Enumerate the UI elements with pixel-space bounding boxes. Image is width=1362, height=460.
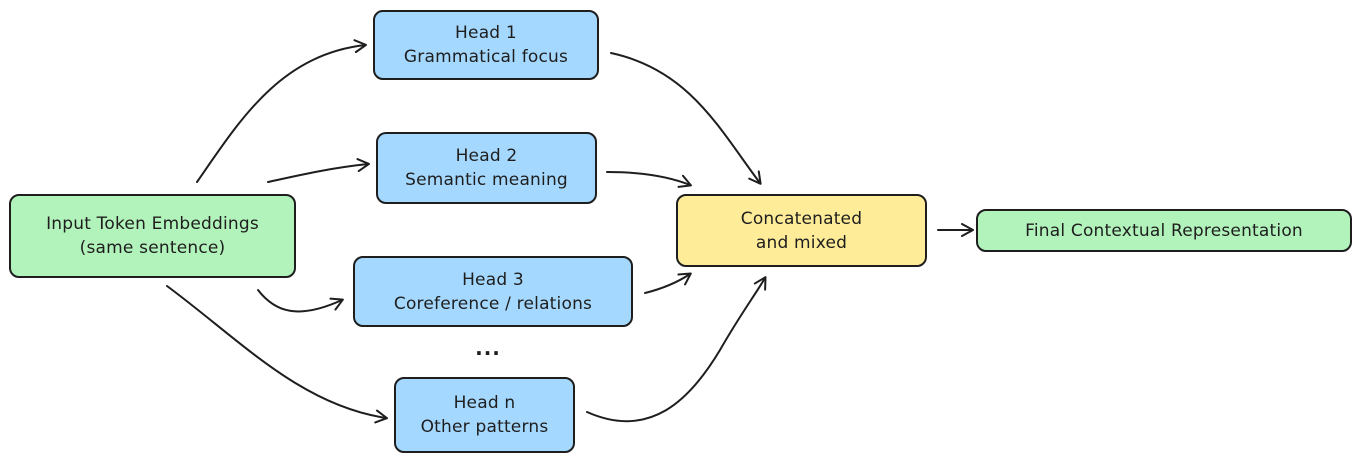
concat-node-title: Concatenated: [740, 208, 863, 229]
final-node-title: Final Contextual Representation: [1025, 220, 1303, 241]
edge-headn-to-concat: [586, 276, 767, 423]
head-1-node: Head 1 Grammatical focus: [373, 10, 599, 80]
head-2-node: Head 2 Semantic meaning: [376, 132, 597, 204]
edge-head1-to-concat: [610, 52, 762, 185]
head-3-title: Head 3: [462, 269, 524, 290]
head-n-node: Head n Other patterns: [394, 377, 575, 453]
head-n-subtitle: Other patterns: [420, 417, 549, 437]
edge-input-to-head2: [267, 158, 370, 183]
edge-head2-to-concat: [606, 171, 692, 188]
input-node-title: Input Token Embeddings: [46, 214, 259, 234]
head-1-title: Head 1: [455, 23, 517, 43]
head-1-subtitle: Grammatical focus: [403, 47, 569, 67]
final-representation-node: Final Contextual Representation: [976, 209, 1352, 252]
head-2-subtitle: Semantic meaning: [405, 170, 568, 190]
edge-input-to-headn: [166, 285, 388, 424]
edge-head3-to-concat: [644, 272, 692, 294]
input-token-embeddings-node: Input Token Embeddings (same sentence): [9, 194, 296, 278]
head-n-title: Head n: [453, 393, 516, 413]
head-3-node: Head 3 Coreference / relations: [353, 256, 633, 327]
edge-input-to-head1: [196, 39, 367, 183]
head-2-title: Head 2: [455, 146, 518, 166]
concatenated-node: Concatenated and mixed: [676, 194, 927, 267]
head-3-subtitle: Coreference / relations: [393, 293, 593, 314]
more-heads-ellipsis: ...: [475, 336, 501, 360]
input-node-subtitle: (same sentence): [79, 238, 226, 258]
edge-input-to-head3: [257, 289, 344, 313]
concat-node-subtitle: and mixed: [755, 232, 848, 253]
